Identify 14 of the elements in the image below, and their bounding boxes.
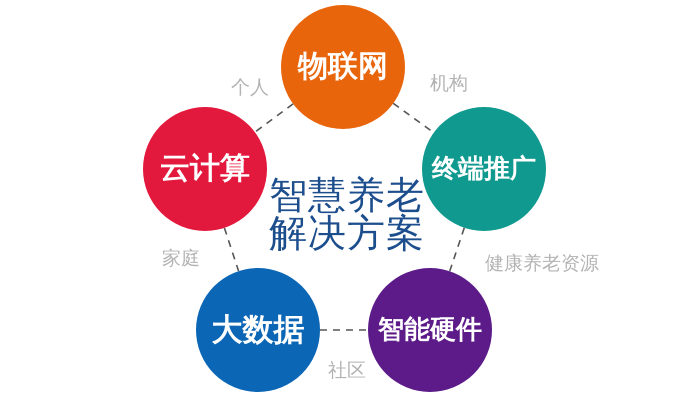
diagram-title: 智慧养老解决方案: [268, 176, 426, 252]
dashed-connector: [320, 329, 368, 331]
dashed-connector: [448, 228, 466, 272]
node-label: 物联网: [298, 48, 388, 86]
edge-label: 家庭: [160, 250, 202, 268]
node-label: 云计算: [160, 150, 250, 188]
node-label: 大数据: [212, 310, 304, 350]
node-label: 智能硬件: [378, 314, 482, 346]
dashed-connector: [224, 228, 240, 272]
edge-label: 个人: [229, 78, 271, 98]
node-label: 终端推广: [432, 152, 536, 186]
dashed-connector: [254, 103, 294, 133]
edge-label: 健康养老资源: [483, 254, 601, 274]
edge-label: 社区: [326, 362, 368, 380]
